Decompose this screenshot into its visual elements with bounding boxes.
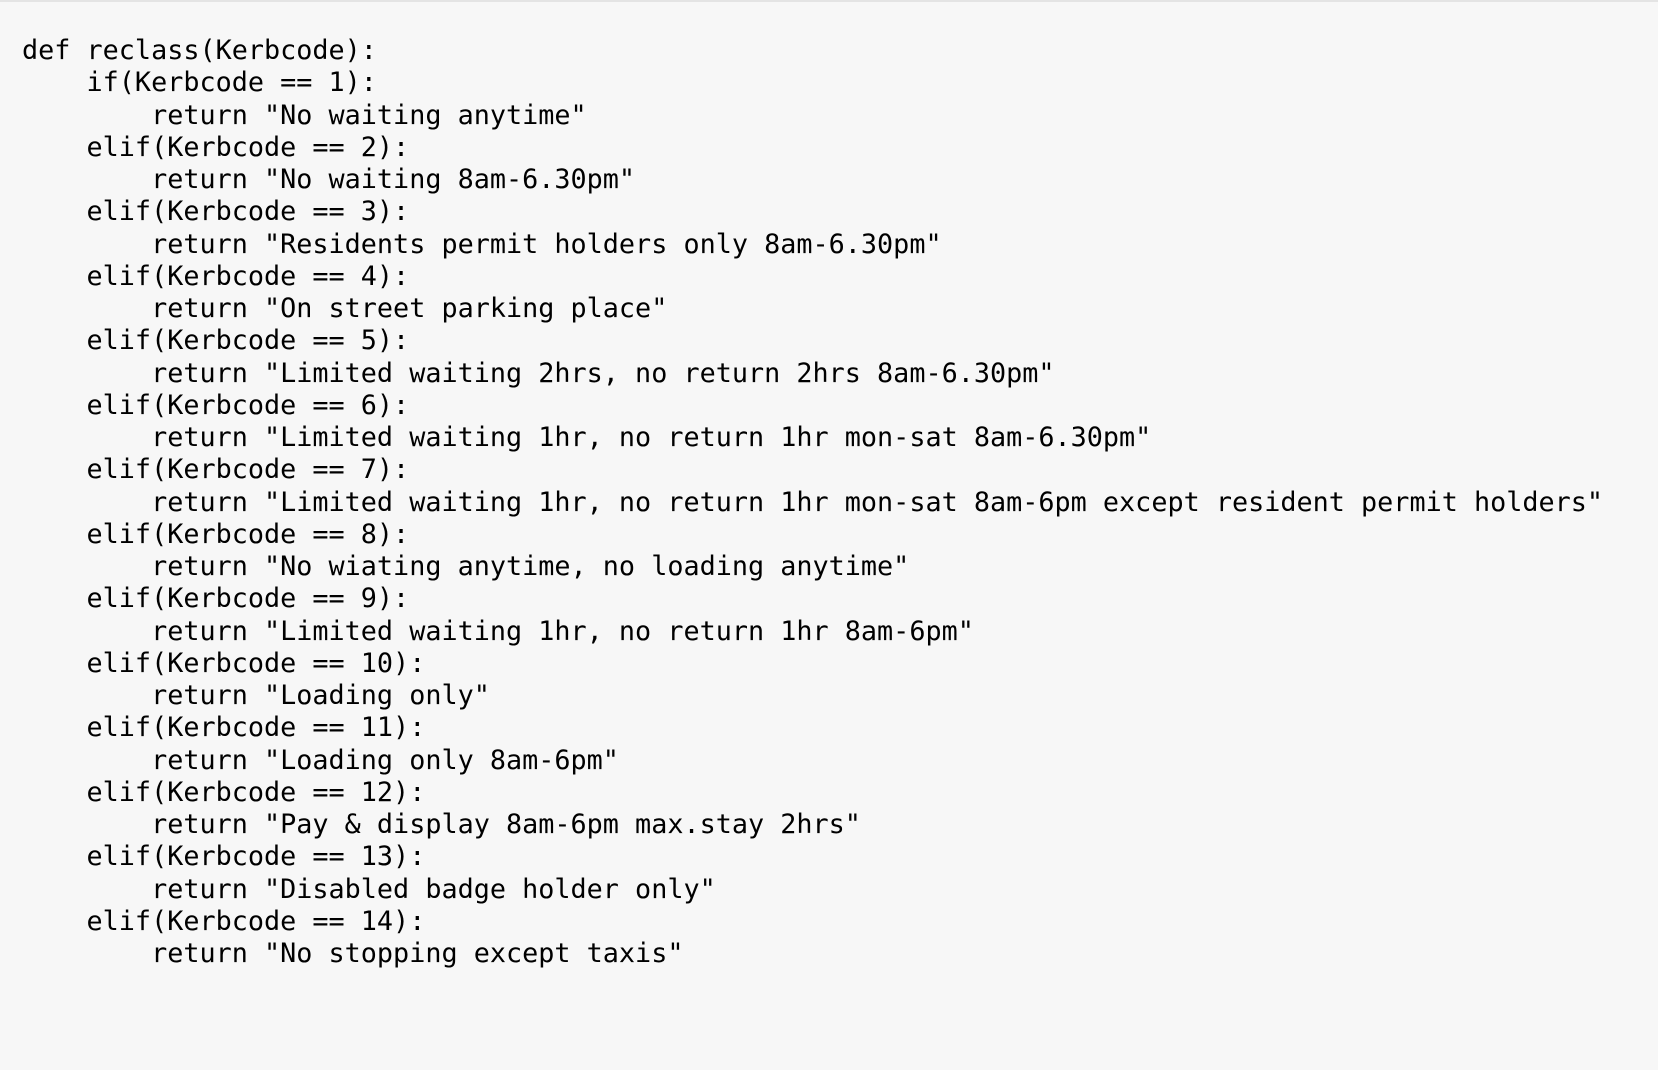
code-line: elif(Kerbcode == 14):: [22, 905, 426, 937]
code-line: return "Residents permit holders only 8a…: [22, 228, 942, 260]
code-line: return "No stopping except taxis": [22, 938, 684, 969]
code-line: elif(Kerbcode == 3):: [22, 196, 410, 228]
code-line: elif(Kerbcode == 9):: [22, 583, 410, 615]
code-line: elif(Kerbcode == 12):: [22, 776, 426, 808]
code-line: return "No waiting anytime": [22, 99, 587, 131]
code-line: return "Loading only 8am-6pm": [22, 744, 619, 776]
code-line: elif(Kerbcode == 4):: [22, 260, 410, 292]
code-line: elif(Kerbcode == 2):: [22, 131, 410, 163]
code-line: return "On street parking place": [22, 293, 668, 324]
code-line: return "Limited waiting 2hrs, no return …: [22, 357, 1055, 389]
code-line: elif(Kerbcode == 11):: [22, 712, 426, 744]
code-line: return "Limited waiting 1hr, no return 1…: [22, 615, 974, 647]
code-line: elif(Kerbcode == 8):: [22, 518, 410, 550]
code-line: elif(Kerbcode == 13):: [22, 841, 426, 873]
code-line: return "Limited waiting 1hr, no return 1…: [22, 486, 1604, 518]
code-line: return "Loading only": [22, 680, 490, 711]
code-line: elif(Kerbcode == 6):: [22, 389, 410, 421]
code-line: return "Pay & display 8am-6pm max.stay 2…: [22, 809, 861, 840]
code-line: return "Disabled badge holder only": [22, 873, 716, 905]
code-line: return "Limited waiting 1hr, no return 1…: [22, 422, 1152, 453]
code-line: def reclass(Kerbcode):: [22, 35, 377, 66]
code-line: return "No waiting 8am-6.30pm": [22, 164, 636, 195]
code-line: elif(Kerbcode == 7):: [22, 454, 410, 486]
code-block: def reclass(Kerbcode): if(Kerbcode == 1)…: [22, 35, 1603, 970]
code-line: return "No wiating anytime, no loading a…: [22, 551, 910, 582]
code-line: elif(Kerbcode == 5):: [22, 325, 410, 357]
code-line: elif(Kerbcode == 10):: [22, 647, 426, 679]
code-line: if(Kerbcode == 1):: [22, 67, 377, 99]
